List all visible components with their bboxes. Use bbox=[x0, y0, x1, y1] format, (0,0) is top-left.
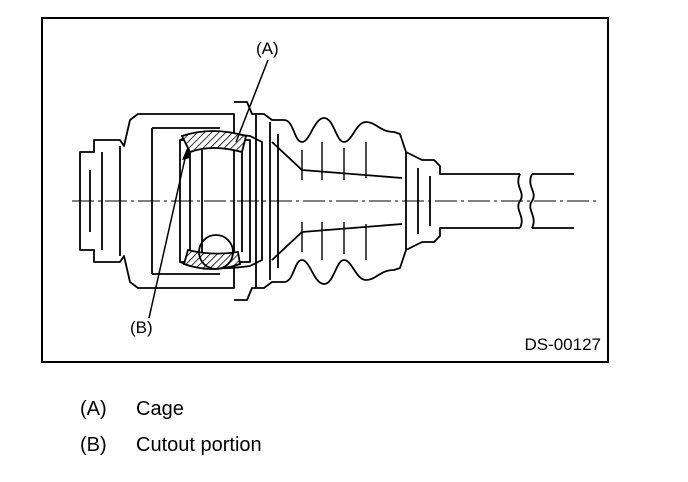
figure-code: DS-00127 bbox=[524, 335, 601, 354]
legend-key: (B) bbox=[80, 434, 107, 456]
cage-section-bottom bbox=[182, 248, 242, 270]
leader-b-arrow bbox=[182, 146, 190, 160]
ball bbox=[198, 234, 234, 270]
shaft-break bbox=[517, 173, 523, 229]
legend-label: Cutout portion bbox=[136, 434, 262, 456]
cage-section-top bbox=[180, 130, 248, 154]
outer-housing bbox=[79, 113, 235, 289]
leader-b bbox=[148, 153, 187, 319]
callout-b: (B) bbox=[130, 318, 153, 337]
diagram-frame: (A) (B) DS-00127 bbox=[41, 17, 609, 363]
legend: (A) Cage (B) Cutout portion bbox=[80, 394, 262, 466]
callout-a: (A) bbox=[256, 39, 279, 58]
legend-item: (A) Cage bbox=[80, 394, 262, 430]
legend-key: (A) bbox=[80, 398, 107, 420]
legend-item: (B) Cutout portion bbox=[80, 430, 262, 466]
legend-label: Cage bbox=[136, 398, 184, 420]
boot bbox=[234, 101, 520, 175]
cv-joint-drawing bbox=[72, 59, 600, 319]
leader-a bbox=[235, 59, 269, 143]
